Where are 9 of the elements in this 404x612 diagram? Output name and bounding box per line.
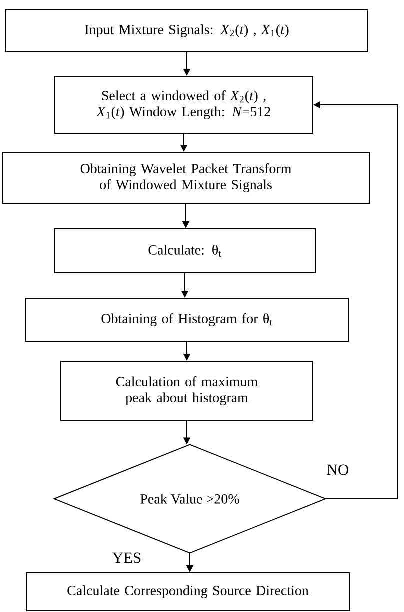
process-box: Obtaining Wavelet Packet Transform of Windowed Mixture Signals [2,152,370,204]
edge-label: NO [326,464,350,476]
process-box: Calculate Corresponding Source Direction [26,572,350,612]
process-box: Select a windowed of X$_{2}$(t) , X$_{1}$(t) Window Length: N=512 [54,76,314,134]
edge-label: YES [111,552,143,564]
process-box: Calculation of maximum peak about histogram [60,361,314,421]
process-box: Input Mixture Signals: X$_{2}$(t) , X$_{1}$(t) [6,10,368,52]
process-box: Obtaining of Histogram for θ$_{t}$ [25,298,349,342]
process-box: Calculate: θ$_{t}$ [54,228,316,274]
